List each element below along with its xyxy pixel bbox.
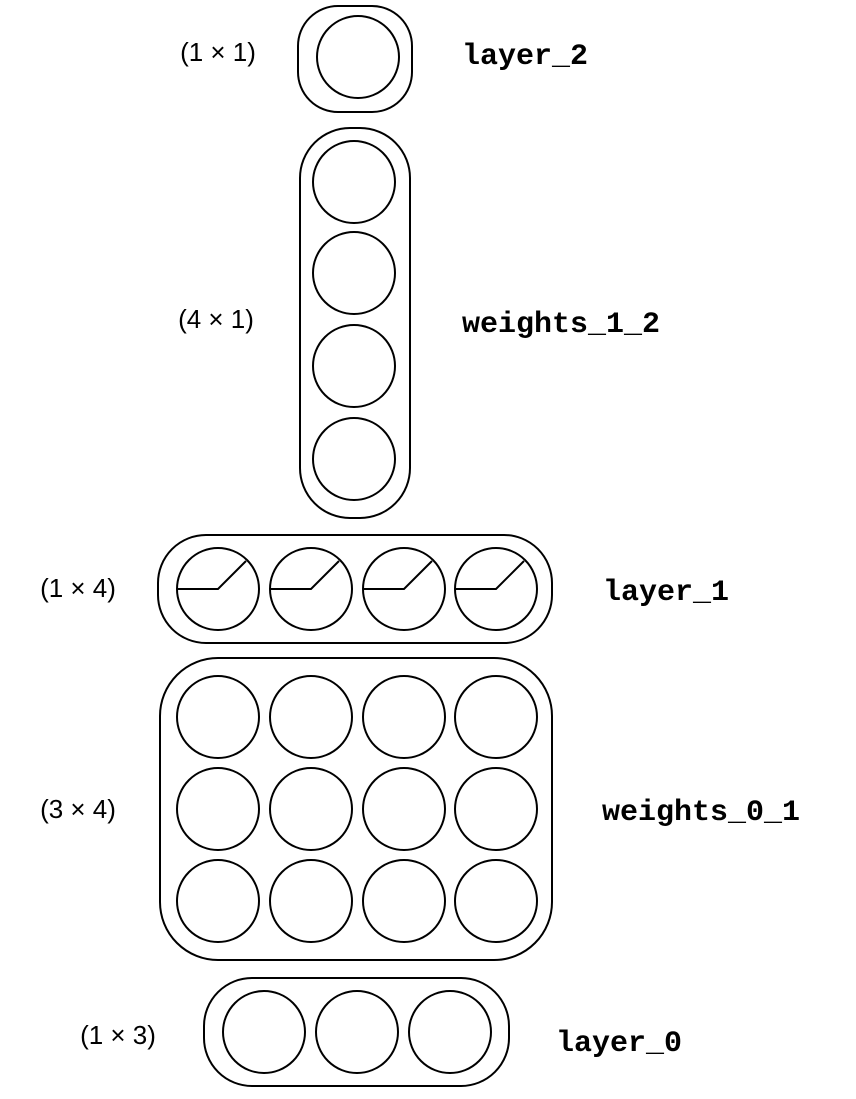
matrix-cell <box>176 859 260 943</box>
matrix-name: weights_0_1 <box>602 796 800 830</box>
matrix-container <box>159 657 553 961</box>
relu-icon <box>177 560 247 590</box>
matrix-name: layer_0 <box>556 1027 682 1061</box>
matrix-cell <box>362 767 446 851</box>
matrix-container <box>299 127 411 519</box>
block-weights-0-1: (3 × 4) weights_0_1 <box>40 657 800 961</box>
block-layer-2: (1 × 1) layer_2 <box>180 5 588 113</box>
relu-cell <box>176 547 260 631</box>
matrix-cell <box>362 675 446 759</box>
matrix-cell <box>176 767 260 851</box>
matrix-cell <box>312 324 396 408</box>
matrix-container <box>297 5 413 113</box>
relu-icon <box>363 560 433 590</box>
matrix-cell <box>454 859 538 943</box>
relu-icon <box>270 560 340 590</box>
shape-label: (1 × 1) <box>180 37 256 67</box>
matrix-name: layer_2 <box>462 40 588 74</box>
shape-label: (1 × 3) <box>80 1020 156 1050</box>
matrix-cell <box>316 15 400 99</box>
relu-cell <box>269 547 353 631</box>
matrix-cell <box>312 231 396 315</box>
matrix-cell <box>176 675 260 759</box>
matrix-container <box>157 534 553 644</box>
block-weights-1-2: (4 × 1) weights_1_2 <box>178 127 660 519</box>
relu-icon <box>455 560 525 590</box>
matrix-cell <box>454 675 538 759</box>
matrix-cell <box>222 990 306 1074</box>
matrix-container <box>203 977 510 1087</box>
matrix-cell <box>408 990 492 1074</box>
relu-cell <box>362 547 446 631</box>
matrix-cell <box>362 859 446 943</box>
matrix-name: layer_1 <box>603 576 729 610</box>
matrix-cell <box>269 859 353 943</box>
matrix-cell <box>312 417 396 501</box>
matrix-cell <box>269 675 353 759</box>
shape-label: (1 × 4) <box>40 573 116 603</box>
relu-cell <box>454 547 538 631</box>
block-layer-1: (1 × 4) layer_1 <box>40 534 729 644</box>
block-layer-0: (1 × 3) layer_0 <box>80 977 682 1087</box>
shape-label: (3 × 4) <box>40 794 116 824</box>
matrix-cell <box>312 140 396 224</box>
matrix-name: weights_1_2 <box>462 308 660 342</box>
matrix-cell <box>454 767 538 851</box>
matrix-cell <box>315 990 399 1074</box>
matrix-cell <box>269 767 353 851</box>
shape-label: (4 × 1) <box>178 304 254 334</box>
